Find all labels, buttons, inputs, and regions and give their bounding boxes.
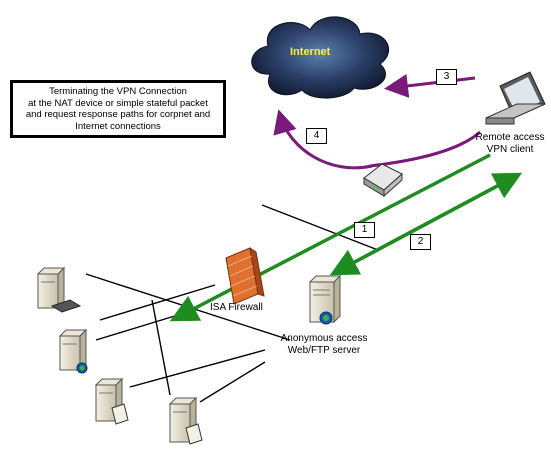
path-2-inbound	[329, 174, 517, 276]
caption-line-1: Terminating the VPN Connection	[49, 86, 187, 97]
web-server-label: Anonymous access Web/FTP server	[272, 333, 376, 357]
green-paths	[169, 153, 523, 322]
firewall-label: ISA Firewall	[210, 302, 263, 313]
step-2-label: 2	[410, 234, 431, 250]
nat-device-icon	[363, 163, 403, 198]
internet-label: Internet	[290, 46, 331, 58]
internet-cloud-icon	[251, 16, 390, 99]
web-server-line-2: Web/FTP server	[287, 345, 361, 356]
path-1	[169, 153, 491, 322]
vpn-client-line-1: Remote access	[475, 132, 545, 143]
caption-line-4: Internet connections	[75, 120, 161, 132]
laptop-icon	[485, 71, 546, 125]
firewall-icon	[225, 246, 265, 305]
vpn-client-line-2: VPN client	[486, 144, 534, 155]
caption-box: Terminating the VPN Connection at the NA…	[10, 80, 226, 138]
corp-server-1-icon	[36, 266, 82, 313]
step-1-label: 1	[354, 222, 375, 238]
web-server-line-1: Anonymous access	[280, 333, 368, 344]
caption-line-3: and request response paths for corpnet a…	[25, 109, 211, 120]
web-server-icon	[308, 274, 342, 325]
step-4-label: 4	[306, 128, 327, 144]
vpn-client-label: Remote access VPN client	[470, 132, 550, 156]
purple-paths	[273, 73, 482, 170]
step-3-label: 3	[436, 69, 457, 85]
caption-line-2: at the NAT device or simple stateful pac…	[28, 97, 208, 109]
corp-server-4-icon	[168, 396, 203, 445]
corp-server-2-icon	[58, 328, 88, 374]
corp-server-3-icon	[94, 377, 129, 425]
